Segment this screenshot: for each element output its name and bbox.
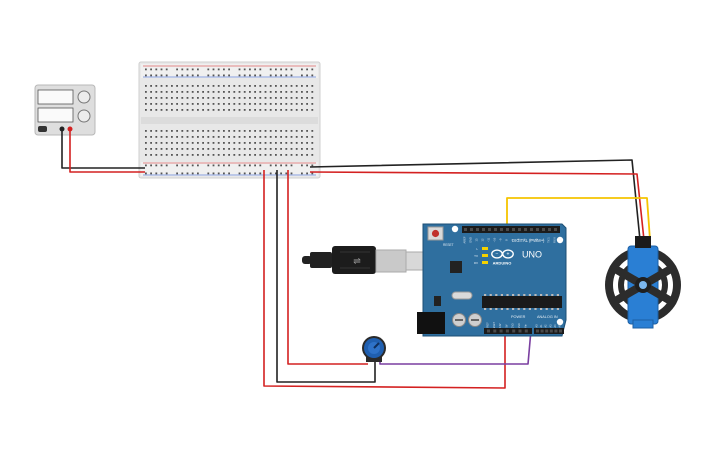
analog-pin-label: A5 bbox=[559, 324, 562, 328]
wire-servo-power bbox=[309, 171, 645, 241]
negative-terminal[interactable] bbox=[59, 126, 65, 132]
digital-pin-label: ~6 bbox=[517, 238, 521, 242]
arduino-logo: − + bbox=[491, 249, 514, 259]
digital-header[interactable] bbox=[462, 226, 560, 233]
analog-pin-label: A3 bbox=[549, 324, 552, 328]
wire-servo-signal bbox=[506, 197, 651, 241]
wire-supply-negative bbox=[61, 131, 145, 169]
wires bbox=[61, 131, 651, 389]
digital-pin-label: ~9 bbox=[499, 238, 503, 242]
digital-pin-label: 2 bbox=[541, 239, 545, 241]
wire-supply-positive bbox=[69, 131, 145, 173]
wire-pot-ground bbox=[276, 170, 376, 383]
servo-motor[interactable] bbox=[605, 236, 681, 329]
svg-text:+: + bbox=[507, 252, 510, 258]
digital-pin-label: GND bbox=[469, 237, 473, 243]
arduino-model: UNO bbox=[522, 250, 542, 260]
power-pin-label: 5V bbox=[505, 324, 508, 327]
digital-pin-label: 8 bbox=[505, 239, 509, 241]
svg-text:⇌: ⇌ bbox=[353, 256, 361, 266]
power-pin-label: GND bbox=[512, 323, 515, 329]
reset-label: RESET bbox=[443, 243, 454, 247]
breadboard-holes bbox=[145, 68, 314, 175]
status-led bbox=[482, 247, 488, 250]
arduino-brand: ARDUINO bbox=[493, 261, 512, 266]
digital-pin-label: ~10 bbox=[493, 237, 497, 242]
wire-pot-wiper bbox=[379, 329, 532, 365]
analog-header-label: ANALOG IN bbox=[537, 315, 558, 319]
analog-header[interactable] bbox=[534, 328, 564, 334]
led-label: L bbox=[476, 247, 478, 251]
wire-arduino-5v bbox=[263, 170, 506, 389]
power-pin-label: RESET bbox=[493, 321, 496, 330]
digital-pin-label: ~11 bbox=[487, 237, 491, 242]
digital-pin-label: 7 bbox=[511, 239, 515, 241]
digital-pin-label: 12 bbox=[481, 238, 485, 241]
digital-header-label: DIGITAL (PWM~) bbox=[512, 238, 545, 243]
analog-pin-label: A2 bbox=[545, 324, 548, 328]
wire-servo-ground bbox=[309, 159, 641, 241]
power-header-label: POWER bbox=[511, 315, 526, 319]
reset-button[interactable] bbox=[431, 229, 440, 238]
status-led bbox=[482, 254, 488, 257]
led-label: TX bbox=[474, 254, 478, 258]
digital-pin-label: AREF bbox=[463, 236, 467, 243]
analog-pin-label: A4 bbox=[554, 324, 557, 328]
digital-pin-label: TX 1 bbox=[547, 237, 551, 243]
power-pin-label: 3.3V bbox=[499, 323, 502, 328]
dc-power-jack[interactable] bbox=[417, 312, 445, 334]
digital-pin-label: RX 0 bbox=[553, 237, 557, 243]
analog-pin-label: A0 bbox=[536, 324, 539, 328]
svg-text:−: − bbox=[496, 252, 499, 258]
led-label: RX bbox=[474, 261, 478, 265]
potentiometer[interactable] bbox=[362, 336, 386, 362]
power-pin-label: GND bbox=[518, 323, 521, 329]
positive-terminal[interactable] bbox=[67, 126, 73, 132]
analog-pin-label: A1 bbox=[540, 324, 543, 328]
status-led bbox=[482, 261, 488, 264]
digital-pin-label: ~5 bbox=[523, 238, 527, 242]
digital-pin-label: ~3 bbox=[535, 238, 539, 242]
dc-power-supply[interactable] bbox=[34, 84, 96, 136]
digital-pin-label: 4 bbox=[529, 239, 533, 241]
power-pin-label: Vin bbox=[524, 324, 527, 328]
power-pin-label: IOREF bbox=[487, 322, 490, 330]
wire-pot-power bbox=[287, 170, 368, 365]
digital-pin-label: 13 bbox=[475, 238, 479, 241]
breadboard[interactable] bbox=[138, 61, 321, 179]
status-leds: L TX RX bbox=[474, 247, 488, 265]
atmega328-chip bbox=[482, 296, 562, 308]
